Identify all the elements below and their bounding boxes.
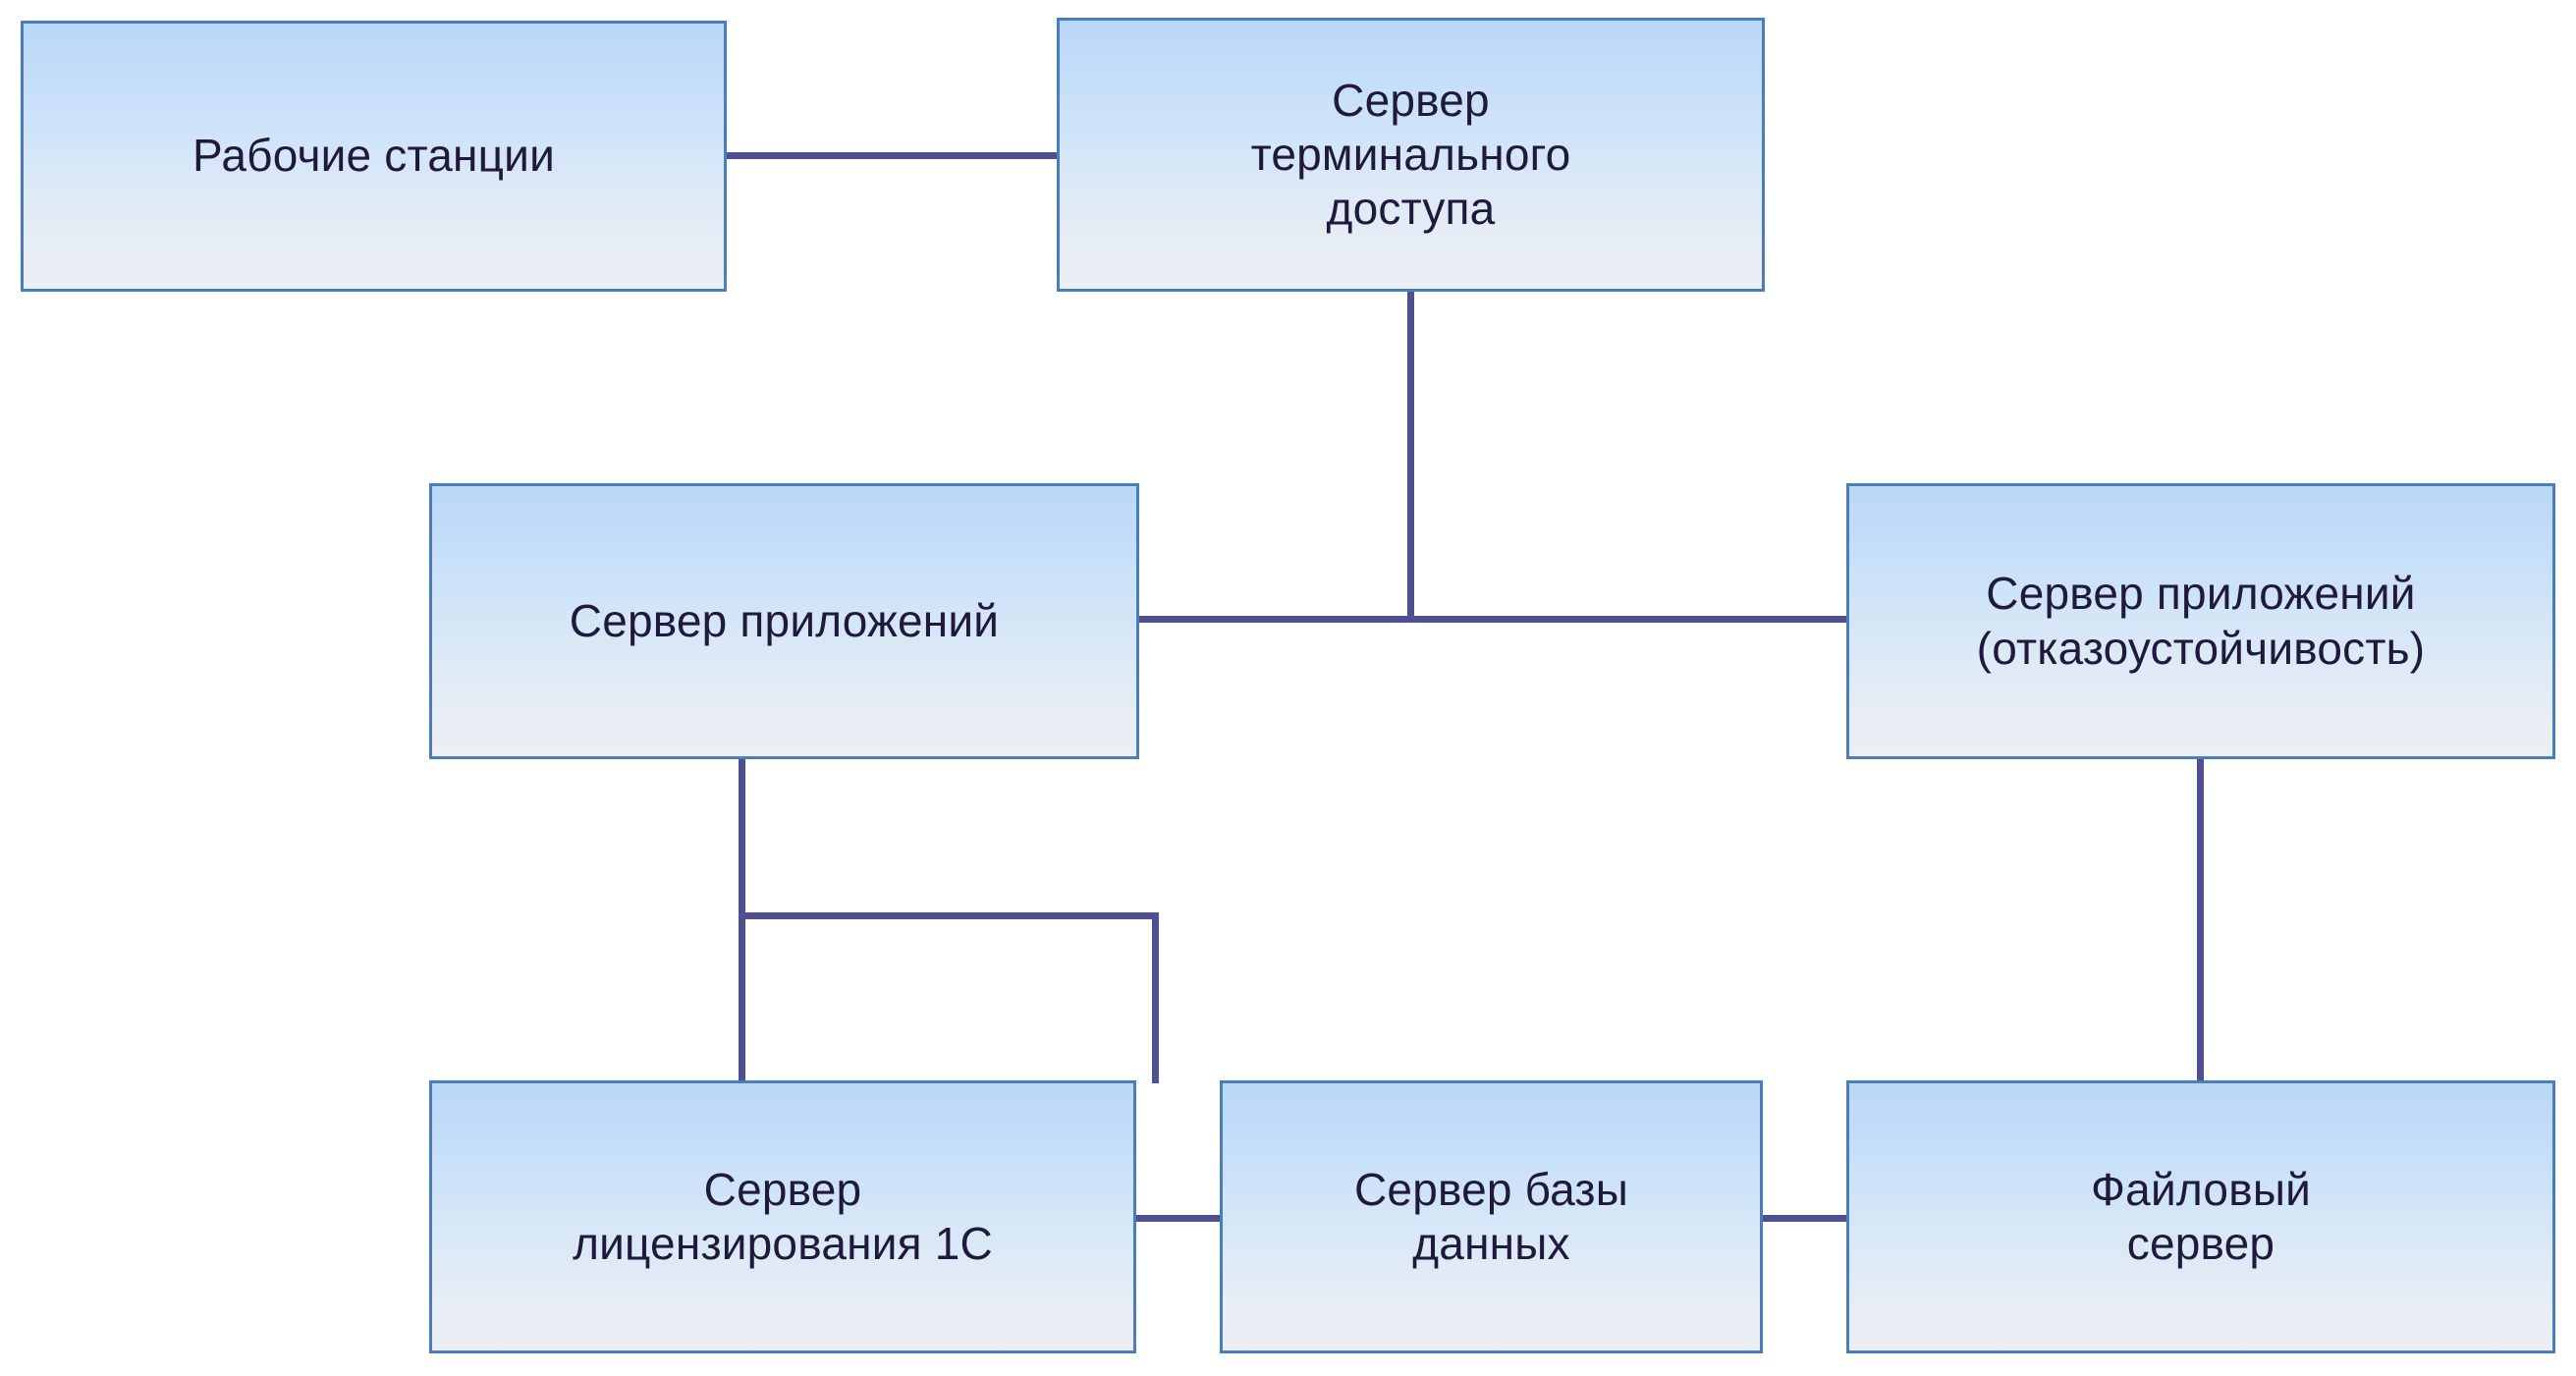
connector-license-branch-horizontal xyxy=(739,912,1159,919)
node-workstations[interactable]: Рабочие станции xyxy=(21,21,727,292)
connector-app-bus-horizontal xyxy=(1136,616,1849,623)
node-label-database-server: Сервер базы данных xyxy=(1354,1163,1628,1269)
connector-license-to-database xyxy=(1133,1215,1223,1222)
node-license-server[interactable]: Сервер лицензирования 1С xyxy=(429,1080,1136,1353)
node-label-license-server: Сервер лицензирования 1С xyxy=(573,1163,993,1269)
connector-workstations-to-terminal xyxy=(724,152,1060,159)
node-app-server-ha[interactable]: Сервер приложений (отказоустойчивость) xyxy=(1846,483,2555,759)
connector-ha-to-file-server xyxy=(2197,756,2204,1083)
node-label-app-server: Сервер приложений xyxy=(569,594,1000,646)
node-label-app-server-ha: Сервер приложений (отказоустойчивость) xyxy=(1976,568,2426,674)
connector-app-to-license xyxy=(739,756,745,1083)
node-app-server[interactable]: Сервер приложений xyxy=(429,483,1139,759)
node-database-server[interactable]: Сервер базы данных xyxy=(1220,1080,1763,1353)
node-label-terminal-server: Сервер терминального доступа xyxy=(1250,74,1571,235)
connector-branch-to-database xyxy=(1152,912,1159,1083)
node-label-file-server: Файловый сервер xyxy=(2091,1163,2311,1269)
node-file-server[interactable]: Файловый сервер xyxy=(1846,1080,2555,1353)
connector-terminal-to-bus xyxy=(1407,290,1414,622)
node-terminal-server[interactable]: Сервер терминального доступа xyxy=(1057,18,1765,292)
node-label-workstations: Рабочие станции xyxy=(192,130,555,182)
connector-database-to-file xyxy=(1760,1215,1849,1222)
